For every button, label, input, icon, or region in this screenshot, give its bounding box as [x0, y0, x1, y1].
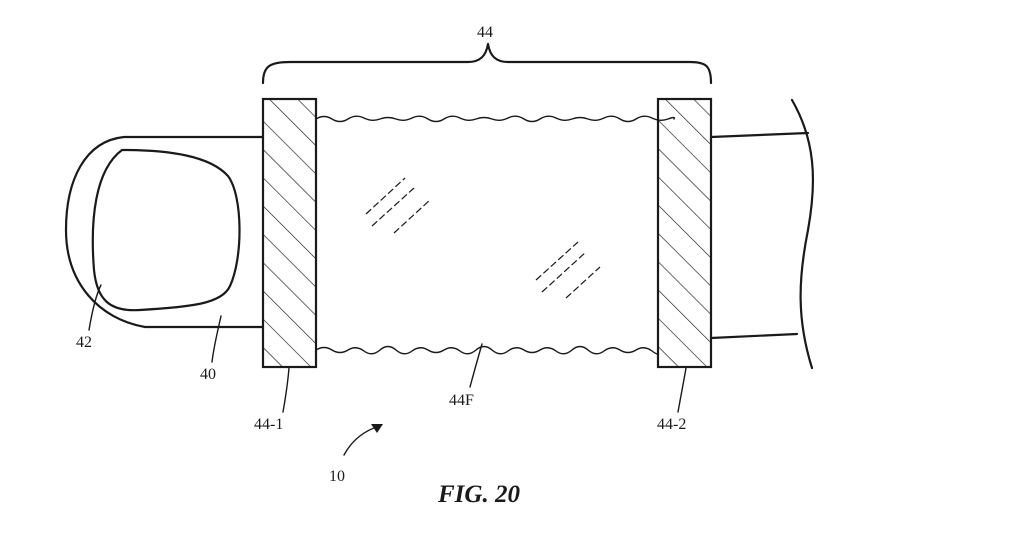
label-finger: 40	[200, 366, 216, 383]
glint-marks-upper	[365, 177, 431, 234]
label-device: 10	[329, 468, 345, 485]
label-end-left: 44-1	[254, 416, 283, 433]
leader-44-2	[677, 367, 687, 413]
leader-40	[211, 315, 222, 363]
fingernail	[91, 148, 241, 312]
leader-44-1	[282, 367, 290, 413]
figure-caption: FIG. 20	[437, 481, 520, 508]
label-fabric: 44F	[449, 392, 474, 409]
band-bracket	[261, 42, 713, 85]
pointer-10	[343, 425, 381, 456]
end-band-right	[656, 97, 713, 369]
glint-marks-lower	[535, 241, 601, 299]
pointer-10-arrowhead	[371, 424, 383, 433]
finger-right-outline	[709, 131, 810, 340]
leader-44f	[469, 343, 483, 388]
finger-outline	[64, 135, 265, 329]
fabric-bottom-edge	[315, 345, 660, 355]
leader-42	[88, 284, 102, 331]
end-band-left	[261, 97, 318, 369]
fabric-top-edge	[315, 115, 676, 123]
finger-cut-line	[790, 98, 815, 370]
label-end-right: 44-2	[657, 416, 686, 433]
label-band: 44	[477, 24, 493, 41]
label-fingertip: 42	[76, 334, 92, 351]
